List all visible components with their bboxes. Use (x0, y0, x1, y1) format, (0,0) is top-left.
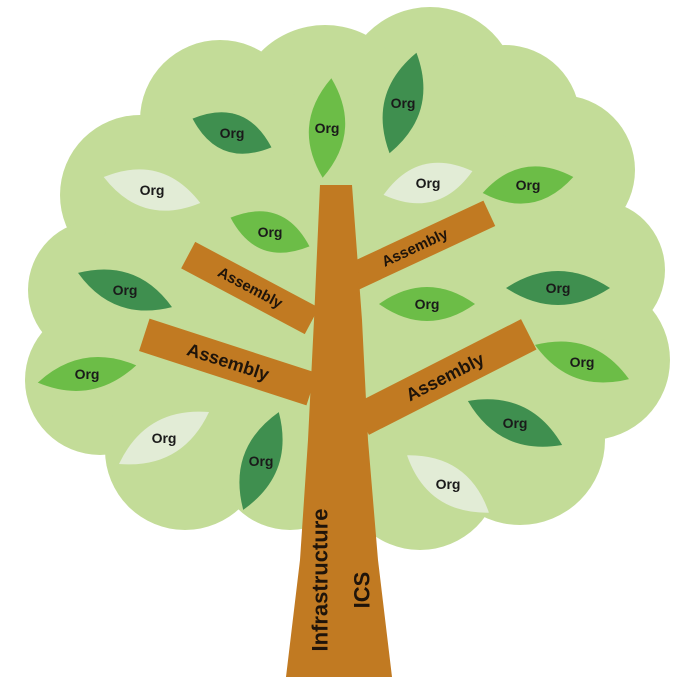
leaf-shape (535, 341, 629, 383)
leaf-shape (230, 211, 310, 253)
branch-bar (353, 319, 537, 435)
leaf-label: Org (391, 95, 416, 111)
leaf-shape (192, 112, 272, 154)
leaf-label: Org (152, 430, 177, 446)
leaf-label: Org (258, 224, 283, 240)
leaf-org: Org (230, 211, 310, 253)
leaf-org: Org (467, 399, 563, 447)
leaf-shape (239, 412, 283, 510)
branch-bar (139, 318, 317, 406)
leaf-org: Org (103, 169, 201, 211)
leaf-label: Org (516, 177, 541, 193)
leaf-label: Org (220, 125, 245, 141)
leaf-label: Org (315, 120, 340, 136)
leaf-label: Org (140, 182, 165, 198)
leaf-shape (506, 271, 610, 305)
leaf-org: Org (382, 52, 424, 154)
leaf-label: Org (75, 366, 100, 382)
trunk-shape (286, 185, 392, 677)
leaf-org: Org (192, 112, 272, 154)
leaf-shape (308, 78, 346, 178)
leaf-org: Org (535, 341, 629, 383)
leaf-shape (467, 399, 563, 447)
leaf-label: Org (416, 175, 441, 191)
leaf-label: Org (503, 415, 528, 431)
leaf-org: Org (37, 357, 137, 391)
trunk-label-infrastructure: Infrastructure (308, 508, 333, 651)
leaf-label: Org (436, 476, 461, 492)
leaf-label: Org (415, 296, 440, 312)
leaf-shape (78, 269, 172, 311)
leaf-org: Org (78, 269, 172, 311)
branch-bar (181, 241, 319, 335)
leaf-shape (383, 162, 473, 204)
leaf-shape (118, 411, 210, 465)
tree-trunk: Infrastructure ICS (286, 185, 392, 677)
leaf-label: Org (249, 453, 274, 469)
leaf-label: Org (546, 280, 571, 296)
leaf-shape (407, 455, 489, 513)
leaf-label: Org (570, 354, 595, 370)
leaf-shape (37, 357, 137, 391)
leaf-org: Org (239, 412, 283, 510)
leaf-label: Org (113, 282, 138, 298)
leaves: Org Org Org Org Org Org Org Org (37, 52, 629, 513)
leaf-shape (379, 287, 475, 321)
leaf-org: Org (379, 287, 475, 321)
leaf-org: Org (308, 78, 346, 178)
branch-bar (334, 200, 496, 296)
leaf-org: Org (506, 271, 610, 305)
leaf-org: Org (407, 455, 489, 513)
leaf-shape (482, 166, 574, 204)
trunk-label-ics: ICS (350, 572, 375, 609)
leaf-shape (382, 52, 424, 154)
leaf-shape (103, 169, 201, 211)
leaf-org: Org (383, 162, 473, 204)
leaf-org: Org (118, 411, 210, 465)
leaf-org: Org (482, 166, 574, 204)
